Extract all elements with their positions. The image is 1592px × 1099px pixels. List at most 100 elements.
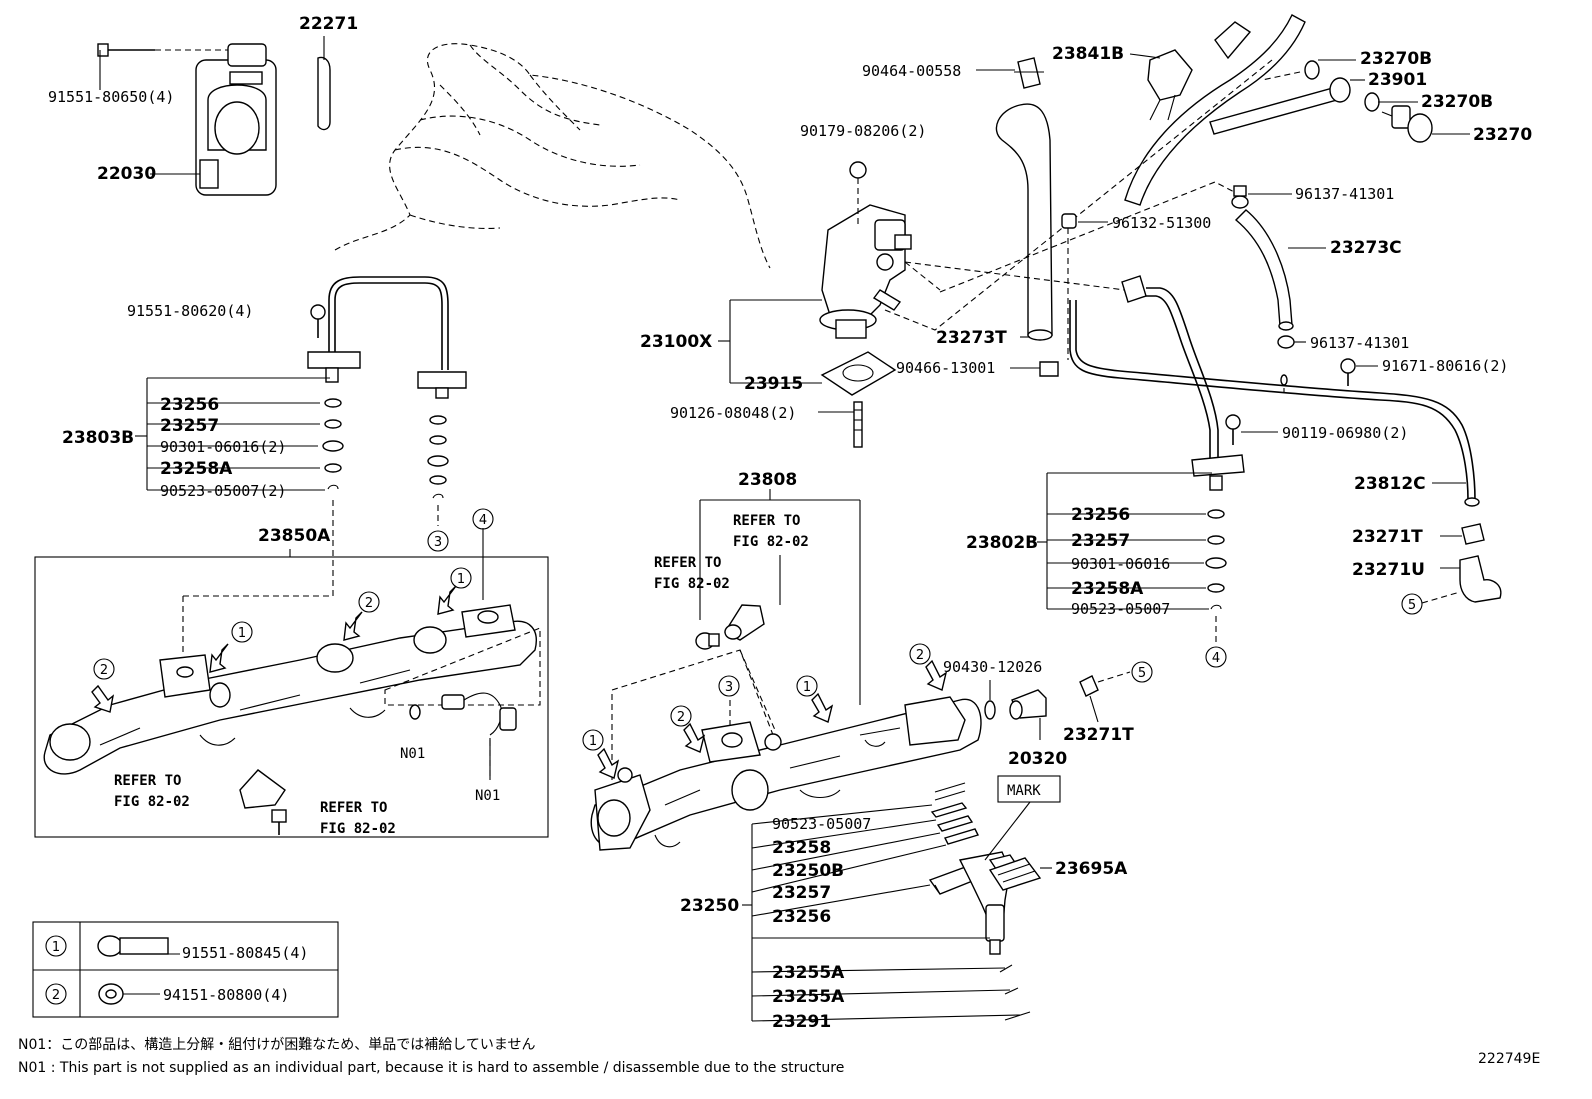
label-90126-08048: 90126-08048(2) — [670, 404, 796, 422]
circle-markers — [93, 508, 1423, 751]
label-23271T-a: 23271T — [1352, 527, 1423, 547]
marker-2: 2 — [677, 710, 685, 725]
label-90301-a: 90301-06016(2) — [160, 438, 286, 456]
hose-upper — [1124, 14, 1306, 206]
label-N01-a: N01 — [400, 746, 425, 762]
hose-23273T — [995, 103, 1053, 341]
figure-code: 222749E — [1478, 1051, 1540, 1067]
legend-marker-2: 2 — [52, 988, 60, 1003]
label-23270: 23270 — [1473, 125, 1532, 145]
refer-right-a-line1: REFER TO — [733, 513, 800, 529]
marker-4: 4 — [479, 513, 487, 528]
label-23250: 23250 — [680, 896, 739, 916]
label-mark: MARK — [1007, 783, 1041, 799]
label-96137-41301-b: 96137-41301 — [1310, 334, 1409, 352]
legend-marker-1: 1 — [52, 940, 60, 955]
stud-90126 — [853, 401, 863, 448]
refer-right-a-line2: FIG 82-02 — [733, 534, 809, 550]
box-23808-lines — [699, 489, 861, 705]
label-90523-c: 90523-05007 — [772, 815, 871, 833]
bracket-23803B — [135, 377, 330, 491]
marker-1: 1 — [803, 680, 811, 695]
intake-manifold-outline — [334, 43, 771, 269]
label-90464-00558: 90464-00558 — [862, 62, 961, 80]
bolt-91671 — [1280, 358, 1356, 392]
marker-1: 1 — [589, 734, 597, 749]
arrows-left-rail — [91, 585, 457, 713]
dashed-connections-center — [884, 59, 1301, 360]
label-96137-41301-a: 96137-41301 — [1295, 185, 1394, 203]
note-en: N01 : This part is not supplied as an in… — [18, 1060, 844, 1076]
bracket-23100X — [718, 299, 822, 384]
mark-box — [984, 775, 1061, 861]
label-90301-b: 90301-06016 — [1071, 555, 1170, 573]
label-23258: 23258 — [772, 838, 831, 858]
bracket-23802B — [1037, 472, 1212, 610]
refer-left-b-line2: FIG 82-02 — [320, 821, 396, 837]
note-jp: N01：この部品は、構造上分解・組付けが困難なため、単品では補給していません — [18, 1037, 535, 1053]
clip-96137-lower — [1277, 335, 1295, 349]
oring-90430 — [984, 680, 996, 720]
label-91551-80620: 91551-80620(4) — [127, 302, 253, 320]
refer-left-a-line2: FIG 82-02 — [114, 794, 190, 810]
legend-table — [32, 921, 339, 1018]
part-labels: 22271 91551-80650(4) 22030 91551-80620(4… — [48, 14, 1532, 1032]
label-23695A: 23695A — [1055, 859, 1128, 879]
hose-23271U — [1421, 555, 1502, 604]
label-23255A-b: 23255A — [772, 987, 845, 1007]
label-23841B: 23841B — [1052, 44, 1124, 64]
label-90179-08206: 90179-08206(2) — [800, 122, 926, 140]
fuel-pipe-23802B — [1121, 275, 1245, 491]
bolt-refer-right — [695, 604, 765, 650]
marker-4: 4 — [1212, 651, 1220, 666]
refer-right-b-line2: FIG 82-02 — [654, 576, 730, 592]
fuel-tube-left — [307, 276, 467, 399]
label-23100X: 23100X — [640, 332, 712, 352]
marker-1: 1 — [457, 572, 465, 587]
marker-5: 5 — [1138, 666, 1146, 681]
label-96132-51300: 96132-51300 — [1112, 214, 1211, 232]
label-23257-b: 23257 — [1071, 531, 1130, 551]
gasket-23915 — [820, 351, 897, 396]
legend-part-2: 94151-80800(4) — [163, 986, 289, 1004]
label-N01-b: N01 — [475, 788, 500, 804]
seal-stack-left-b — [427, 415, 449, 526]
label-23270B-b: 23270B — [1421, 92, 1493, 112]
label-23291: 23291 — [772, 1012, 831, 1032]
label-23257-c: 23257 — [772, 883, 831, 903]
hose-23273C — [1234, 209, 1294, 331]
clip-23271T-mid — [1079, 671, 1131, 723]
fuel-rail-right — [590, 696, 982, 851]
label-23901: 23901 — [1368, 70, 1427, 90]
label-90523-a: 90523-05007(2) — [160, 482, 286, 500]
label-23258A-b: 23258A — [1071, 579, 1144, 599]
label-23850A: 23850A — [258, 526, 331, 546]
clip-96137-upper — [1231, 185, 1249, 209]
label-22030: 22030 — [97, 164, 156, 184]
connector-23841B — [1147, 49, 1193, 121]
label-90523-b: 90523-05007 — [1071, 600, 1170, 618]
label-90430-12026: 90430-12026 — [943, 658, 1042, 676]
bolt-90119 — [1225, 414, 1241, 445]
label-22271: 22271 — [299, 14, 358, 34]
label-23256-a: 23256 — [160, 395, 219, 415]
refer-right-b-line1: REFER TO — [654, 555, 721, 571]
label-20320: 20320 — [1008, 749, 1067, 769]
label-23257-a: 23257 — [160, 416, 219, 436]
arrows-right-rail — [597, 659, 948, 779]
label-23255A-a: 23255A — [772, 963, 845, 983]
pipe-23901 — [1209, 60, 1433, 143]
label-23256-c: 23256 — [772, 907, 831, 927]
marker-1: 1 — [238, 626, 246, 641]
label-23271U: 23271U — [1352, 560, 1425, 580]
marker-2: 2 — [100, 663, 108, 678]
seal-stack-left-a — [322, 398, 344, 490]
pulsation-damper-assembly — [819, 161, 912, 339]
footnotes: N01：この部品は、構造上分解・組付けが困難なため、単品では補給していません N… — [18, 1037, 1540, 1076]
seal-stack-right — [1205, 509, 1227, 646]
bolt-91551-80620 — [310, 304, 326, 338]
clamp-90464 — [1014, 57, 1044, 89]
bracket-in-box — [239, 769, 287, 835]
label-23273C: 23273C — [1330, 238, 1402, 258]
refer-left-b-line1: REFER TO — [320, 800, 387, 816]
